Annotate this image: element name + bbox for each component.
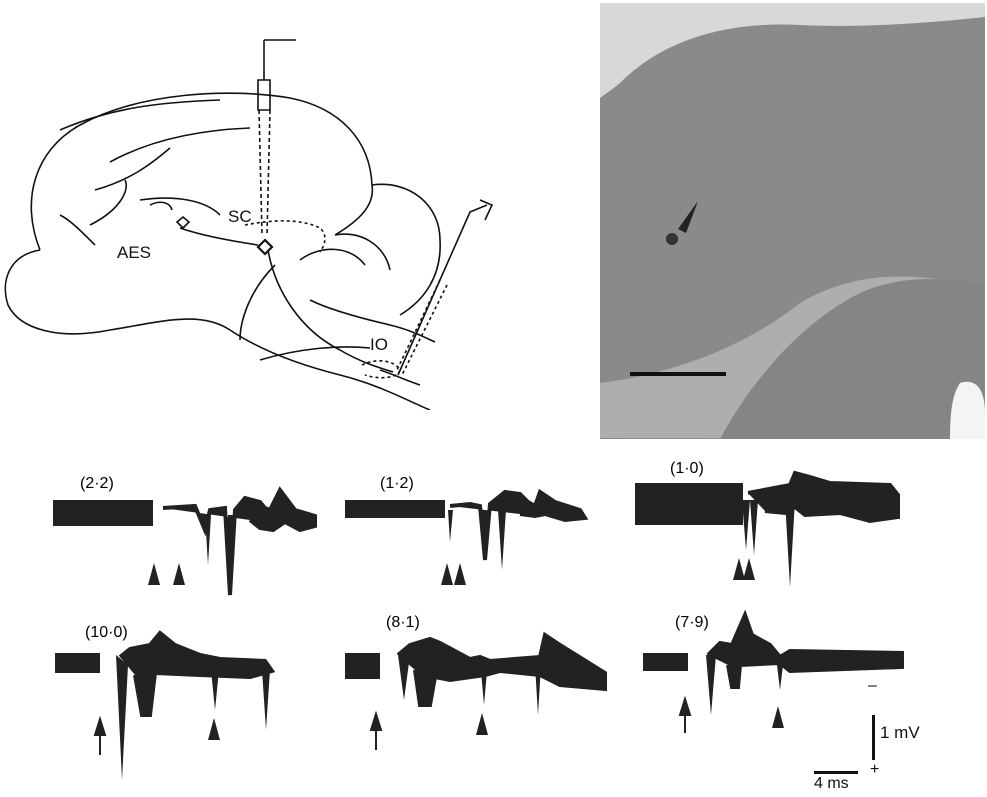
scale-minus: –: [868, 677, 877, 695]
trace-panel-5: (8·1): [340, 605, 620, 775]
scale-bar: – 1 mV + 4 ms: [800, 665, 950, 795]
voltage-bar: [872, 715, 875, 760]
trace-label: (7·9): [675, 614, 709, 631]
trace-label: (8·1): [386, 614, 420, 631]
trace-label: (10·0): [85, 624, 128, 641]
photo-scale-bar: [630, 372, 726, 376]
sc-label: SC: [228, 207, 252, 226]
trace-panel-1: (2·2): [45, 470, 325, 605]
arrowhead-icon: [733, 558, 755, 580]
time-label: 4 ms: [814, 775, 849, 793]
arrowhead-icon: [148, 563, 185, 585]
arrowhead-icon: [772, 706, 784, 728]
arrow-icon: [371, 714, 381, 750]
arrowhead-icon: [441, 563, 466, 585]
aes-label: AES: [117, 243, 151, 262]
arrow-icon: [680, 699, 690, 733]
io-label: IO: [370, 335, 388, 354]
arrow-icon: [95, 719, 105, 755]
voltage-label: 1 mV: [880, 723, 920, 743]
histology-photo: [600, 3, 985, 439]
trace-label: (1·2): [380, 475, 414, 492]
trace-panel-2: (1·2): [340, 470, 620, 605]
arrowhead-icon: [476, 713, 488, 735]
trace-panel-3: (1·0): [630, 455, 910, 595]
trace-label: (1·0): [670, 460, 704, 477]
time-bar: [814, 771, 858, 774]
trace-panel-4: (10·0): [50, 615, 310, 785]
brain-diagram: SC AES IO: [0, 30, 500, 410]
trace-label: (2·2): [80, 475, 114, 492]
arrowhead-icon: [208, 718, 220, 740]
scale-plus: +: [870, 761, 879, 779]
